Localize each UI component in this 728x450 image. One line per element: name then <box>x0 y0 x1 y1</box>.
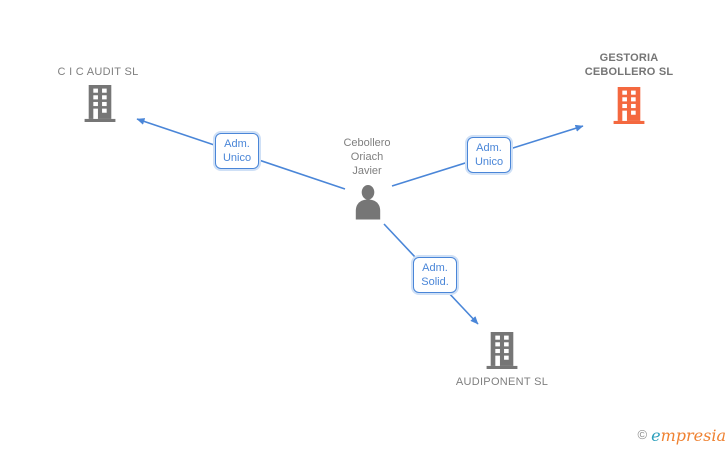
edge-label-adm-solid: Adm. Solid. <box>413 257 457 293</box>
brand-rest: mpresia <box>660 426 726 445</box>
edge-label-line: Adm. <box>476 142 502 154</box>
edge-label-line: Adm. <box>224 138 250 150</box>
empresia-watermark[interactable]: ©empresia <box>638 426 726 446</box>
edge-label-adm-unico-right: Adm. Unico <box>467 137 511 173</box>
building-icon[interactable] <box>486 332 518 369</box>
company-name-gestoria-cebollero[interactable]: GESTORIA CEBOLLERO SL <box>585 51 674 79</box>
person-icon[interactable] <box>352 184 384 220</box>
person-name-line: Javier <box>352 165 382 177</box>
company-name-audiponent[interactable]: AUDIPONENT SL <box>455 376 549 388</box>
building-icon-highlighted[interactable] <box>613 87 645 124</box>
edge-label-line: Solid. <box>421 276 449 288</box>
edge-label-line: Adm. <box>422 262 448 274</box>
edge-label-line: Unico <box>474 156 504 168</box>
copyright-icon: © <box>637 427 648 442</box>
person-name[interactable]: Cebollero Oriach Javier <box>343 136 390 178</box>
company-name-line: GESTORIA <box>599 52 659 64</box>
person-name-line: Cebollero <box>343 137 391 149</box>
company-name-line: CEBOLLERO SL <box>584 66 674 78</box>
person-name-line: Oriach <box>350 151 384 163</box>
building-icon[interactable] <box>84 85 116 122</box>
brand-first-letter: e <box>651 426 661 445</box>
edge-label-adm-unico-left: Adm. Unico <box>215 133 259 169</box>
company-name-cic-audit[interactable]: C I C AUDIT SL <box>57 66 139 78</box>
brand-logo: empresia <box>651 426 726 445</box>
edge-label-line: Unico <box>222 152 252 164</box>
